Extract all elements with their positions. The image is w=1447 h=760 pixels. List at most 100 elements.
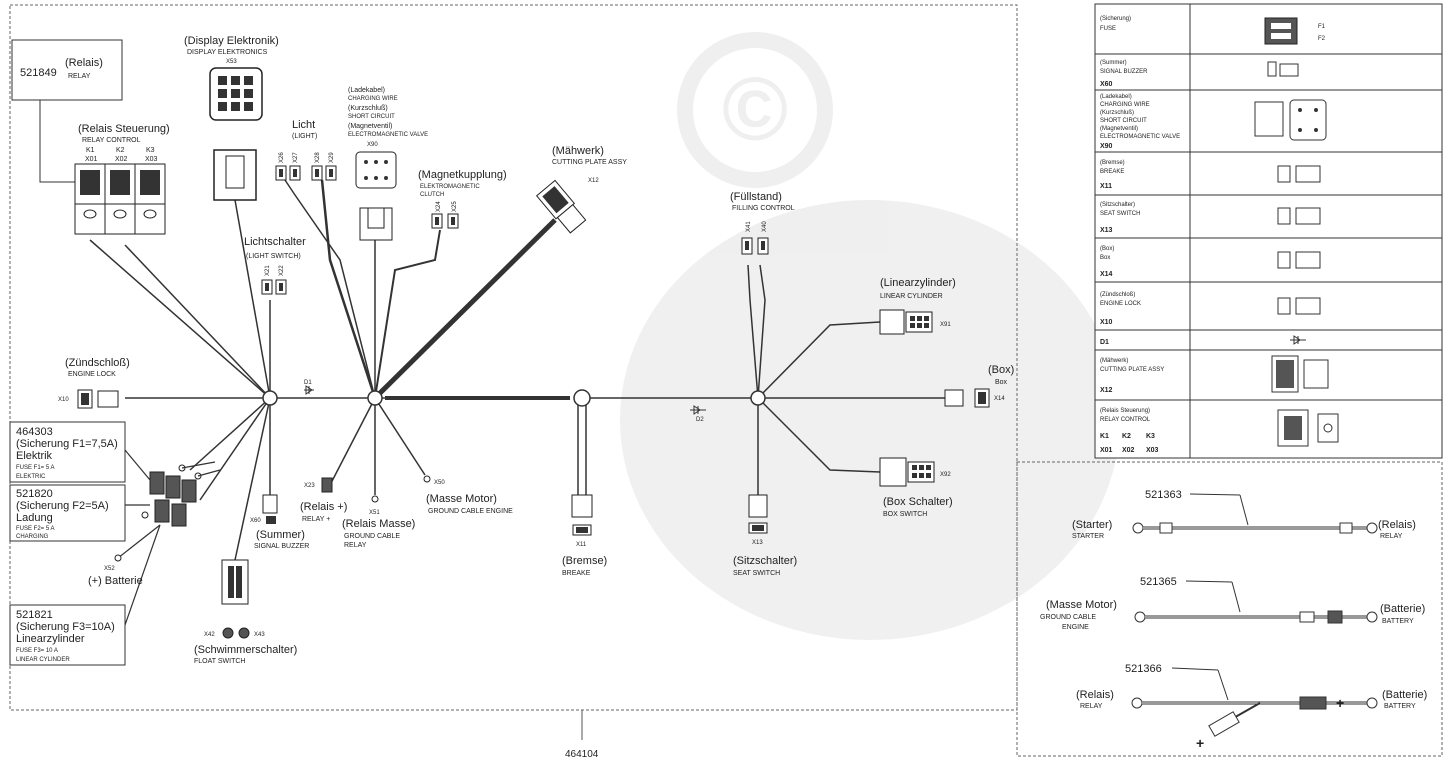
svg-text:SEAT SWITCH: SEAT SWITCH [733,570,780,577]
display-de: (Display Elektronik) [184,35,279,47]
svg-text:521821: 521821 [16,609,53,621]
svg-text:FUSE F1= 5 A: FUSE F1= 5 A [16,465,55,471]
magnet-clutch-x24: X24 [436,201,442,212]
svg-text:RELAY: RELAY [1380,533,1403,540]
mower-de: (Mähwerk) [552,145,604,157]
svg-text:ENGINE LOCK: ENGINE LOCK [1100,301,1141,307]
svg-text:(Magnetventil): (Magnetventil) [1100,126,1138,132]
svg-text:(Bremse): (Bremse) [1100,160,1125,166]
relay-plus: X23 (Relais +) RELAY + [300,477,347,523]
svg-text:(Sitzschalter): (Sitzschalter) [733,555,797,567]
svg-text:FUSE: FUSE [1100,26,1116,32]
harness-wires [39,99,945,561]
engine-ground: X50 (Masse Motor) GROUND CABLE ENGINE [423,475,513,515]
svg-text:X23: X23 [304,483,315,489]
svg-text:(Starter): (Starter) [1072,519,1112,531]
box-en: Box [995,379,1008,386]
svg-text:FUSE F3= 10 A: FUSE F3= 10 A [16,648,58,654]
svg-text:(Sicherung F3=10A): (Sicherung F3=10A) [16,621,115,633]
relay-k3: K3 [146,147,155,154]
svg-text:GROUND CABLE ENGINE: GROUND CABLE ENGINE [428,508,513,515]
svg-text:X10: X10 [1100,319,1113,326]
fill-x40: X40 [762,221,768,232]
svg-text:D1: D1 [1100,339,1109,346]
svg-text:X03: X03 [1146,447,1159,454]
relay-k2: K2 [116,147,125,154]
svg-text:Ladung: Ladung [16,512,53,524]
relay-ground: X51 (Relais Masse) GROUND CABLE RELAY [342,495,415,549]
svg-text:X02: X02 [1122,447,1135,454]
svg-text:BATTERY: BATTERY [1382,618,1414,625]
svg-text:SIGNAL BUZZER: SIGNAL BUZZER [1100,69,1148,75]
svg-text:X50: X50 [434,480,445,486]
charging-l3: (Kurzschluß) [348,105,388,112]
svg-text:(Bremse): (Bremse) [562,555,607,567]
svg-text:521363: 521363 [1145,489,1182,501]
light-x28: X28 [315,152,321,163]
fuse1-box: 464303 (Sicherung F1=7,5A) Elektrik FUSE… [9,421,126,483]
mower-conn: X12 [588,178,599,184]
fuse-cluster: X52 (+) Batterie [88,449,221,626]
relay-control-de: (Relais Steuerung) [78,123,170,135]
svg-text:D2: D2 [696,417,704,423]
svg-text:GROUND CABLE: GROUND CABLE [344,533,400,540]
linear-de: (Linearzylinder) [880,277,956,289]
relay-k1: K1 [86,147,95,154]
svg-text:(Masse Motor): (Masse Motor) [1046,599,1117,611]
legend-table: (Sicherung) FUSE F1 F2 (Summer) SIGNAL B… [1094,3,1443,459]
box-connector: (Box) Box X14 [944,364,1014,408]
relay-x01: X01 [85,156,98,163]
svg-text:SIGNAL BUZZER: SIGNAL BUZZER [254,543,309,550]
svg-text:CUTTING PLATE ASSY: CUTTING PLATE ASSY [1100,367,1164,373]
svg-text:LINEAR CYLINDER: LINEAR CYLINDER [16,657,70,663]
magnet-clutch-x25: X25 [452,201,458,212]
svg-text:F1: F1 [1318,24,1326,30]
svg-text:(Ladekabel): (Ladekabel) [1100,94,1132,100]
light-de: Licht [292,119,315,131]
svg-text:ELECTROMAGNETIC VALVE: ELECTROMAGNETIC VALVE [1100,134,1180,140]
svg-text:(Masse Motor): (Masse Motor) [426,493,497,505]
fill-de: (Füllstand) [730,191,782,203]
relay-de: (Relais) [65,57,103,69]
charging-connector: (Ladekabel) CHARGING WIRE (Kurzschluß) S… [348,87,428,241]
relay-x03: X03 [145,156,158,163]
box-switch: X92 (Box Schalter) BOX SWITCH [879,457,953,518]
junction-nodes [262,389,766,407]
seat-switch: X13 (Sitzschalter) SEAT SWITCH [733,494,797,577]
main-part-number: 464104 [565,749,599,760]
svg-text:BREAKE: BREAKE [562,570,591,577]
svg-text:X51: X51 [369,510,380,516]
brake-connector: X11 (Bremse) BREAKE [562,494,607,577]
svg-text:©: © [722,60,788,160]
svg-text:X11: X11 [576,542,587,548]
svg-text:STARTER: STARTER [1072,533,1104,540]
svg-text:(Batterie): (Batterie) [1380,603,1425,615]
svg-text:(Sicherung F2=5A): (Sicherung F2=5A) [16,500,109,512]
fuse3-box: 521821 (Sicherung F3=10A) Linearzylinder… [9,604,126,666]
ignition-de: (Zündschloß) [65,357,130,369]
ignition-lock: (Zündschloß) ENGINE LOCK X10 [58,357,130,409]
svg-text:(Schwimmerschalter): (Schwimmerschalter) [194,644,297,656]
svg-text:RELAY CONTROL: RELAY CONTROL [1100,417,1151,423]
svg-text:(Summer): (Summer) [1100,60,1127,66]
svg-text:RELAY +: RELAY + [302,516,330,523]
svg-text:BREAKE: BREAKE [1100,169,1124,175]
magnet-clutch-de: (Magnetkupplung) [418,169,507,181]
svg-text:Elektrik: Elektrik [16,450,53,462]
svg-text:521366: 521366 [1125,663,1162,675]
charging-l1: (Ladekabel) [348,87,385,94]
svg-text:521820: 521820 [16,488,53,500]
display-electronics: (Display Elektronik) DISPLAY ELEKTRONICS… [184,35,279,201]
relay-en: RELAY [68,73,91,80]
mower-connector: (Mähwerk) CUTTING PLATE ASSY X12 [535,145,627,234]
diode-d2: D2 [690,405,706,423]
display-en: DISPLAY ELEKTRONICS [187,49,268,56]
svg-text:(Mähwerk): (Mähwerk) [1100,358,1128,364]
svg-text:(Kurzschluß): (Kurzschluß) [1100,110,1134,116]
svg-text:464303: 464303 [16,426,53,438]
svg-text:+: + [1196,735,1204,751]
svg-text:GROUND CABLE: GROUND CABLE [1040,614,1096,621]
battery-plus-label: (+) Batterie [88,575,143,587]
svg-text:(Zündschloß): (Zündschloß) [1100,292,1135,298]
svg-text:X43: X43 [254,632,265,638]
